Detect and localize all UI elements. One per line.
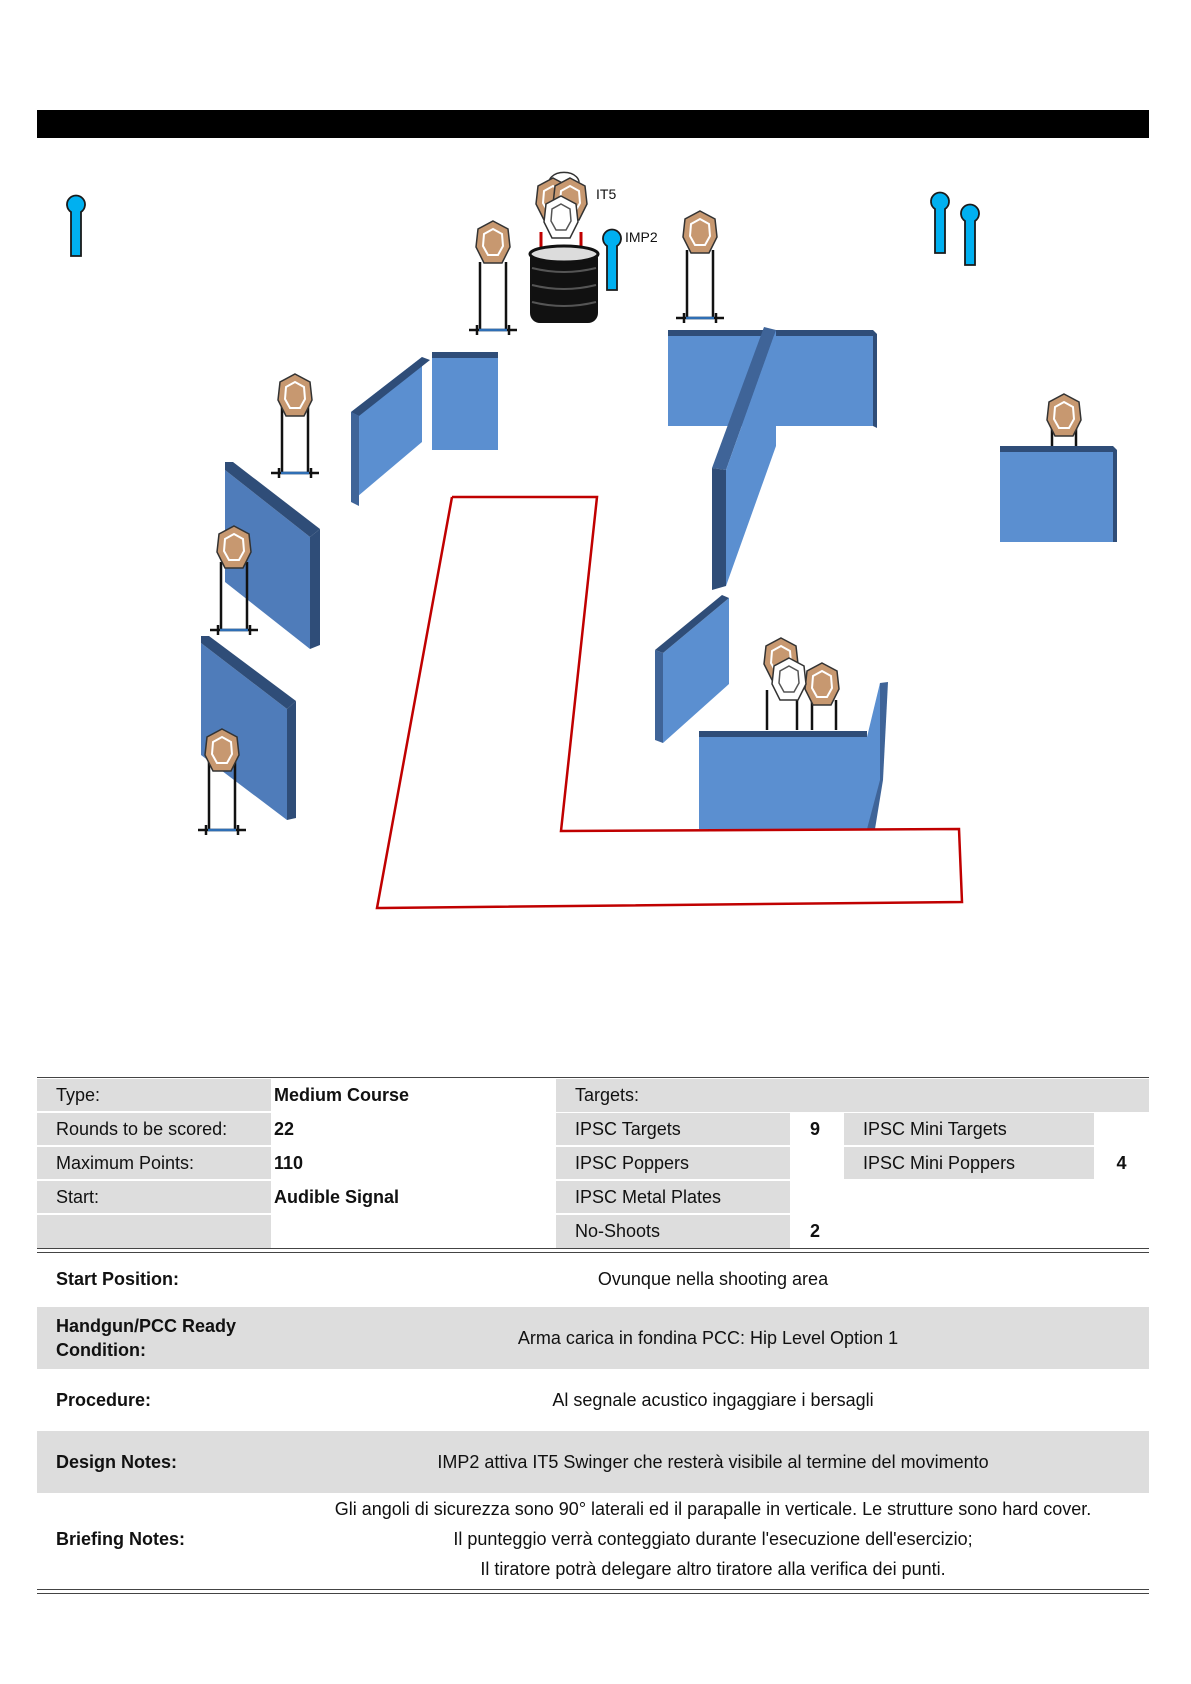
type-label: Type: [37,1079,271,1112]
stage-diagram: IT5 IMP2 [66,171,1117,910]
mini-poppers-label: IPSC Mini Poppers [844,1147,1094,1180]
targets-header: Targets: [556,1079,1149,1112]
swinger-it5 [535,171,588,252]
ready-condition-label: Handgun/PCC Ready Condition: [56,1316,237,1360]
max-points-label: Maximum Points: [37,1147,271,1180]
wall-left-front [432,352,498,450]
label-it5: IT5 [596,186,616,202]
stage-title-bar [37,110,1149,138]
popper-far-left [66,194,86,257]
max-points-value: 110 [274,1153,304,1173]
design-notes-value: IMP2 attiva IT5 Swinger che resterà visi… [437,1452,989,1472]
briefing-notes-row: Briefing Notes: Gli angoli di sicurezza … [37,1493,1149,1585]
design-notes-row: Design Notes: IMP2 attiva IT5 Swinger ch… [37,1431,1149,1493]
rounds-value: 22 [274,1119,295,1139]
procedure-label: Procedure: [56,1390,152,1410]
empty-grey-cell [37,1215,271,1248]
wall-left-angled [351,357,430,506]
briefing-notes-label: Briefing Notes: [56,1529,186,1549]
target-top-left [467,220,519,337]
target-right-table [1046,393,1082,450]
no-shoots-label: No-Shoots [556,1215,790,1248]
shooting-area-fault-line [375,495,964,910]
wall-left-1 [225,462,320,649]
design-notes-label: Design Notes: [56,1452,178,1472]
wall-t-right [775,330,877,428]
briefing-line-2: Il punteggio verrà conteggiato durante l… [453,1529,973,1549]
ipsc-poppers-label: IPSC Poppers [556,1147,790,1180]
start-label: Start: [37,1181,271,1214]
start-position-value: Ovunque nella shooting area [597,1269,829,1289]
ipsc-targets-label: IPSC Targets [556,1113,790,1146]
no-shoots-value: 2 [809,1221,820,1241]
briefing-line-1: Gli angoli di sicurezza sono 90° lateral… [334,1499,1092,1519]
wall-lower-angled [655,595,729,743]
wall-t-diagonal [712,327,776,590]
briefing-line-3: Il tiratore potrà delegare altro tirator… [480,1559,946,1579]
wall-lower-side [867,682,888,829]
type-value: Medium Course [274,1085,410,1105]
wall-lower-front [699,731,867,829]
table-right [1000,446,1117,542]
popper-right-2 [960,203,980,266]
ready-condition-value: Arma carica in fondina PCC: Hip Level Op… [517,1328,899,1348]
procedure-value: Al segnale acustico ingaggiare i bersagl… [552,1390,874,1410]
procedure-row: Procedure: Al segnale acustico ingaggiar… [37,1369,1149,1431]
mini-targets-label: IPSC Mini Targets [844,1113,1094,1146]
ipsc-metal-plates-label: IPSC Metal Plates [556,1181,790,1214]
ready-condition-row: Handgun/PCC Ready Condition: Arma carica… [37,1307,1149,1369]
start-position-label: Start Position: [56,1269,180,1289]
wall-left-2 [201,636,296,820]
popper-right-1 [930,191,950,254]
briefing-notes-value: Gli angoli di sicurezza sono 90° lateral… [287,1494,1149,1584]
start-value: Audible Signal [274,1187,400,1207]
label-imp2: IMP2 [625,229,658,245]
target-left-1 [269,373,321,480]
target-group-lower [763,637,840,730]
mini-poppers-value: 4 [1116,1153,1127,1173]
rounds-label: Rounds to be scored: [37,1113,271,1146]
barrel-stack [528,244,600,323]
ipsc-targets-value: 9 [809,1119,820,1139]
target-top-right [674,210,726,325]
start-position-row: Start Position: Ovunque nella shooting a… [37,1251,1149,1307]
popper-imp2 [602,228,622,291]
